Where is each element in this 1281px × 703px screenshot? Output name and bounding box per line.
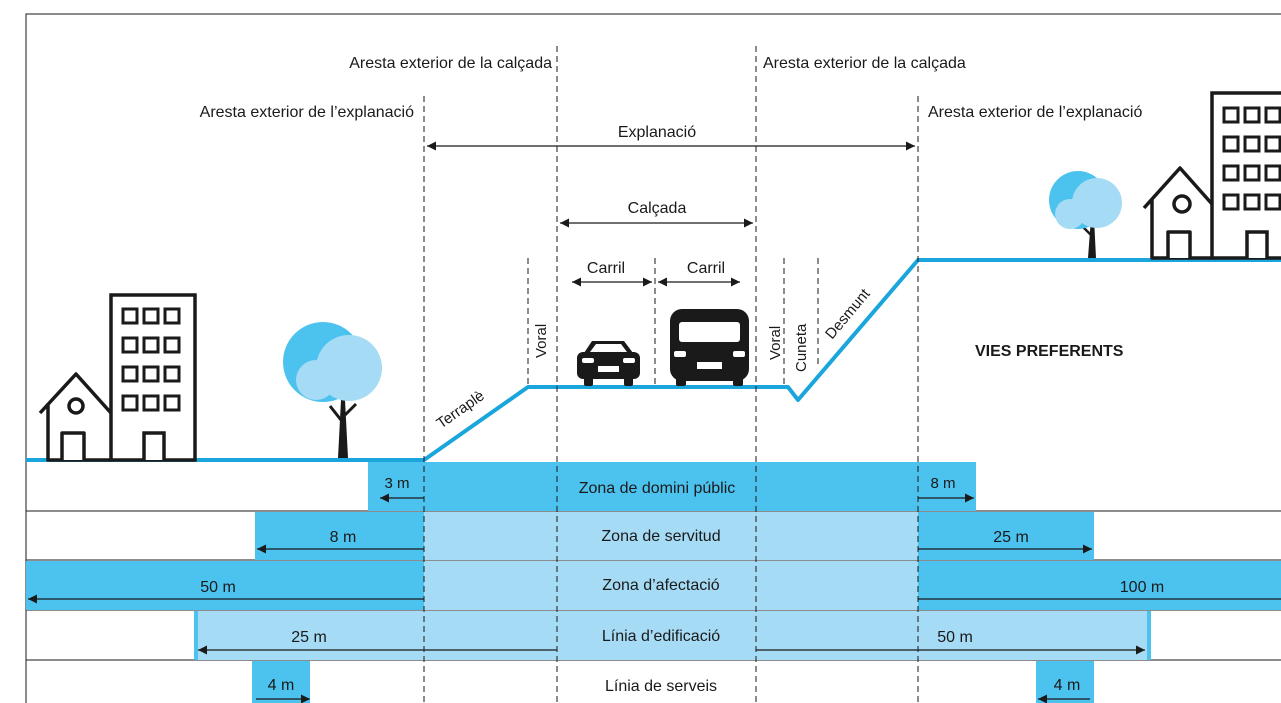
- distance-label: 8 m: [330, 529, 357, 546]
- label-explanacio: Explanació: [618, 124, 696, 141]
- zone-afectacio-right: [918, 561, 1281, 610]
- apartment-building-icon: [109, 293, 197, 462]
- terrain-profile: [26, 258, 1281, 462]
- label-voral-right: Voral: [767, 326, 784, 360]
- zone-afectacio-center: [424, 561, 918, 610]
- label-cuneta: Cuneta: [793, 323, 810, 372]
- distance-label: 8 m: [930, 475, 955, 492]
- label-voral-left: Voral: [533, 324, 550, 358]
- distance-label: 25 m: [993, 529, 1029, 546]
- zone-name: Zona de servitud: [601, 528, 720, 545]
- zone-domini-fill: [368, 462, 976, 511]
- distance-label: 4 m: [1054, 677, 1081, 694]
- zone-name: Zona d’afectació: [602, 577, 720, 594]
- zone-name: Zona de domini públic: [579, 480, 736, 497]
- zone-afectacio-left: [26, 561, 424, 610]
- label-terraple: Terraplè: [434, 387, 488, 432]
- label-explanacio-edge-right: Aresta exterior de l’explanació: [928, 104, 1142, 121]
- label-calcada-edge-left: Aresta exterior de la calçada: [349, 55, 552, 72]
- label-explanacio-edge-left: Aresta exterior de l’explanació: [200, 104, 414, 121]
- distance-label: 100 m: [1120, 579, 1164, 596]
- tree-icon: [283, 322, 382, 458]
- label-calcada-edge-right: Aresta exterior de la calçada: [763, 55, 966, 72]
- house-icon: [1142, 166, 1214, 260]
- distance-label: 3 m: [384, 475, 409, 492]
- zone-edificacio-fill: [194, 611, 1151, 660]
- distance-label: 25 m: [291, 629, 327, 646]
- zone-servitud-center: [424, 512, 918, 560]
- zone-servitud-right: [918, 512, 1094, 560]
- distance-label: 50 m: [937, 629, 973, 646]
- tree-icon: [1049, 171, 1122, 258]
- label-vies-preferents: VIES PREFERENTS: [975, 343, 1124, 360]
- label-desmunt: Desmunt: [822, 285, 874, 343]
- van-icon: [670, 309, 749, 386]
- zone-name: Línia d’edificació: [602, 628, 720, 645]
- zone-serveis-left: [252, 661, 310, 703]
- zone-bands: Zona de domini públic Zona de servitud Z…: [26, 462, 1281, 703]
- label-carril-right: Carril: [687, 260, 725, 277]
- label-calcada: Calçada: [628, 200, 687, 217]
- reference-lines: [423, 46, 919, 703]
- car-icon: [577, 341, 640, 386]
- distance-label: 50 m: [200, 579, 236, 596]
- zone-servitud-left: [255, 512, 424, 560]
- apartment-building-icon: [1210, 91, 1281, 260]
- house-icon: [38, 372, 113, 462]
- distance-label: 4 m: [268, 677, 295, 694]
- frame: [25, 13, 1281, 703]
- label-carril-left: Carril: [587, 260, 625, 277]
- zone-name: Línia de serveis: [605, 678, 717, 695]
